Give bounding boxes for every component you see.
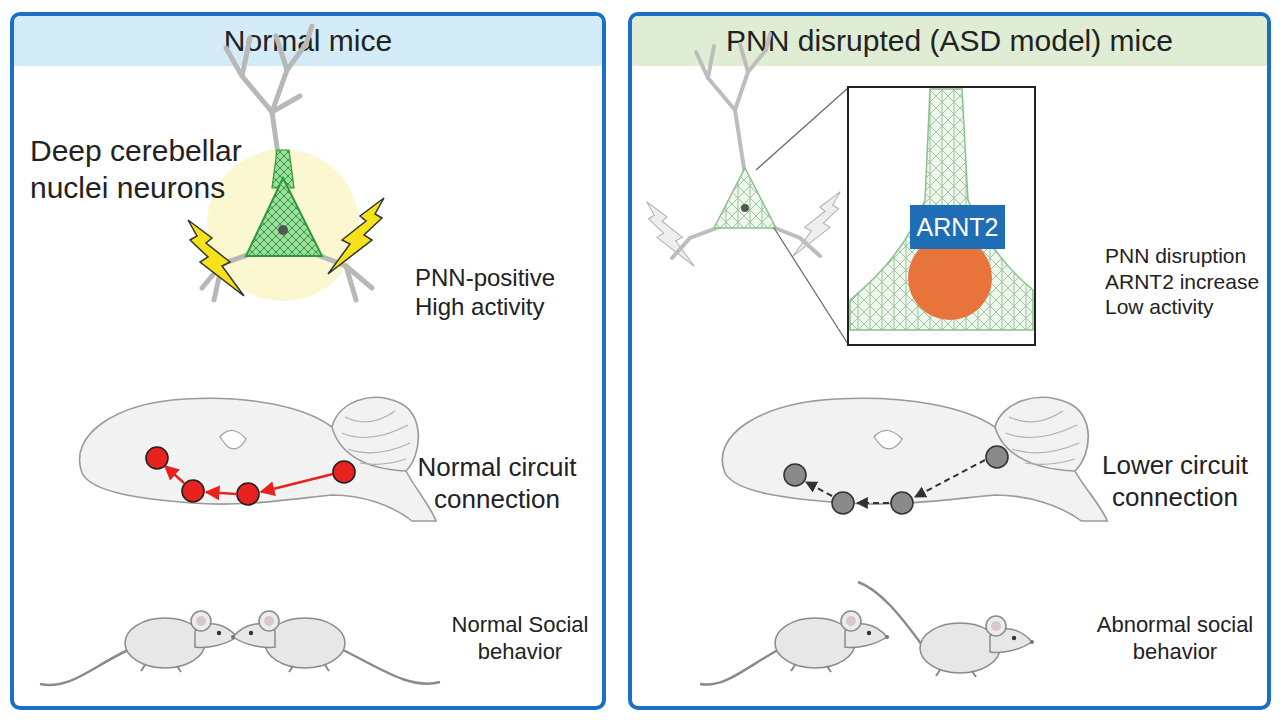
neuron-dendrites: [748, 34, 770, 72]
mouse-figure: [40, 611, 440, 685]
circuit-arrow: [806, 482, 832, 496]
circuit-arrow: [806, 460, 985, 503]
annotation-text: Abnormal social behavior: [1090, 612, 1260, 666]
mouse-figure: [343, 650, 440, 684]
neuron-dendrites: [310, 252, 372, 288]
faded-bolt: [647, 202, 695, 267]
circuit-arrow: [165, 466, 333, 494]
neuron-dendrites: [214, 264, 222, 300]
circuit-arrow: [857, 502, 889, 504]
brain-sagittal: [80, 397, 436, 521]
mouse-figure: [920, 616, 1034, 677]
activity-glow: [207, 149, 359, 301]
activity-bolt: [188, 198, 384, 296]
neuron-soma-pnn: [246, 178, 322, 256]
annotation-text: Normal Social behavior: [440, 612, 600, 666]
circuit-node: [182, 480, 204, 502]
circuit-node: [237, 483, 259, 505]
mouse-figure: [775, 611, 889, 672]
neuron-dendrites: [708, 46, 714, 78]
annotation-text: PNN disruption ARNT2 increase Low activi…: [1105, 243, 1270, 320]
neuron-dendrites: [672, 226, 722, 258]
mouse-figure: [40, 650, 128, 685]
neuron-dendrites: [346, 266, 356, 300]
neuron-dendrites: [272, 36, 287, 112]
annotation-text: Deep cerebellar nuclei neurons: [30, 133, 270, 206]
brain-sagittal: [722, 397, 1107, 521]
circuit-arrow: [206, 492, 236, 494]
neuron-dendrites: [770, 226, 820, 256]
circuit-node: [333, 461, 355, 483]
circuit-node: [146, 447, 168, 469]
circuit-node: [146, 447, 355, 505]
neuron-dendrites: [287, 26, 312, 70]
neuron-dendrites: [672, 34, 820, 258]
zoom-inset: [850, 89, 1033, 330]
panel-heading: Normal mice: [14, 16, 602, 66]
gene-name: ARNT2: [917, 213, 999, 242]
zoom-inset: [848, 87, 1035, 345]
circuit-node: [986, 446, 1008, 468]
circuit-arrow: [165, 466, 184, 483]
neuron-dendrites: [735, 44, 748, 110]
neuron-soma-disrupted: [741, 204, 749, 212]
neuron-dendrites: [272, 96, 300, 112]
faded-bolt: [647, 192, 841, 267]
panel-box: Normal mice: [10, 12, 606, 710]
neuron-soma-pnn: [278, 225, 288, 235]
brain-sagittal: [722, 397, 1107, 521]
panel-box: PNN disrupted (ASD model) miceARNT2: [628, 12, 1271, 710]
activity-bolt: [328, 198, 384, 274]
mouse-figure: [125, 611, 239, 672]
zoom-leader: [756, 88, 848, 344]
zoom-inset: [908, 236, 992, 320]
panel-heading: PNN disrupted (ASD model) mice: [632, 16, 1267, 66]
brain-sagittal: [80, 397, 436, 521]
circuit-arrow: [261, 474, 333, 492]
annotation-text: Lower circuit connection: [1095, 450, 1255, 513]
neuron-soma-pnn: [272, 150, 294, 188]
zoom-leader: [774, 228, 848, 344]
circuit-node: [832, 492, 854, 514]
mouse-figure: [700, 650, 778, 685]
activity-glow: [207, 149, 359, 301]
neuron-dendrites: [226, 48, 283, 190]
gene-label-box: ARNT2: [910, 205, 1005, 249]
neuron-soma-disrupted: [714, 168, 776, 228]
annotation-text: Normal circuit connection: [417, 452, 577, 515]
neuron-dendrites: [696, 52, 745, 175]
mouse-figure: [231, 611, 345, 672]
activity-bolt: [188, 220, 244, 296]
circuit-arrow: [915, 460, 985, 497]
faded-bolt: [793, 192, 841, 257]
neuron-dendrites: [242, 38, 250, 76]
zoom-inset: [848, 87, 1035, 345]
circuit-node: [784, 446, 1008, 514]
neuron-dendrites: [202, 252, 256, 288]
mouse-figure: [858, 582, 922, 645]
neuron-soma-disrupted: [714, 168, 776, 228]
mouse-figure: [700, 582, 1034, 685]
circuit-node: [891, 492, 913, 514]
annotation-text: PNN-positive High activity: [415, 263, 590, 322]
circuit-node: [784, 464, 806, 486]
neuron-soma-pnn: [246, 150, 322, 256]
zoom-leader: [756, 88, 848, 170]
